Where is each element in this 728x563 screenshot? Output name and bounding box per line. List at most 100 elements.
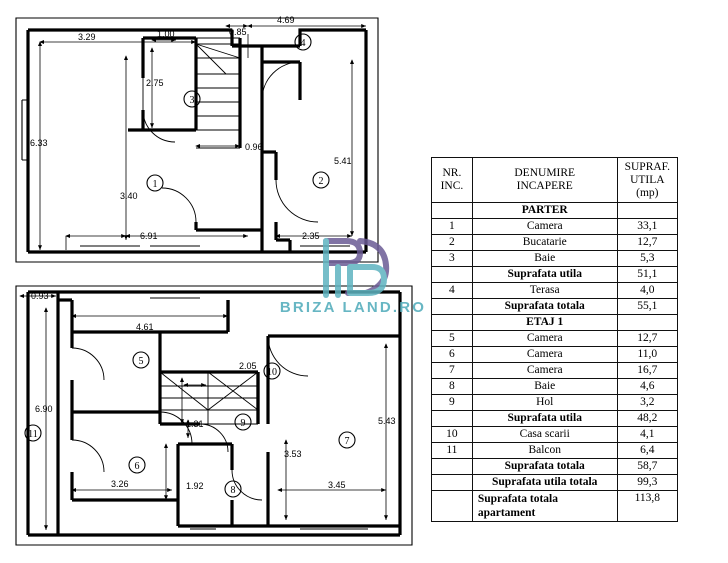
cell-nr: 9 (431, 394, 473, 411)
cell-name: Baie (471, 378, 618, 395)
cell-nr (431, 314, 473, 331)
room-marker-10-circle (263, 362, 281, 380)
dim-2-35: 2.35 (302, 231, 320, 241)
cell-value: 113,8 (616, 490, 679, 522)
first-staircase (159, 371, 259, 425)
first-dimensions (19, 294, 388, 530)
cell-nr: 6 (431, 346, 473, 363)
dim-0-96: 0.96 (245, 142, 263, 152)
cell-name: Suprafata totala (471, 458, 618, 475)
header-val-line3: (mp) (636, 186, 659, 199)
cell-name: Terasa (471, 282, 618, 299)
cell-value: 3,2 (616, 394, 679, 411)
cell-nr (431, 474, 473, 491)
dim-4-61: 4.61 (136, 322, 154, 332)
cell-value: 16,7 (616, 362, 679, 379)
room-marker-11: 11 (28, 429, 38, 440)
first-room-markers: 5 6 7 8 9 10 11 (24, 351, 356, 498)
cell-value: 4,6 (616, 378, 679, 395)
room-marker-5-circle (132, 351, 150, 369)
dim-1-31: 1.31 (186, 419, 204, 429)
ground-wall-top-right (298, 28, 366, 46)
ground-dimensions (38, 24, 366, 250)
header-name: DENUMIRE INCAPERE (471, 157, 618, 203)
cell-nr: 3 (431, 250, 473, 267)
first-floor-plan: 0.93 4.61 2.05 6.90 1.31 1.92 3.26 3.53 … (15, 285, 413, 546)
cell-name: PARTER (471, 202, 618, 219)
dim-3-40: 3.40 (120, 191, 138, 201)
cell-value: 4,1 (616, 426, 679, 443)
dim-0-93: 0.93 (31, 291, 49, 301)
cell-value: 58,7 (616, 458, 679, 475)
dim-3-53: 3.53 (284, 449, 302, 459)
cell-nr: 7 (431, 362, 473, 379)
cell-name: Camera (471, 362, 618, 379)
dim-5-41: 5.41 (334, 156, 352, 166)
room-marker-2: 2 (319, 176, 324, 187)
dim-2-75: 2.75 (146, 78, 164, 88)
room-marker-5: 5 (139, 356, 144, 367)
header-name-line1: DENUMIRE (514, 167, 576, 179)
dim-3-29: 3.29 (78, 32, 96, 42)
first-doors (71, 335, 309, 501)
dim-4-69: 4.69 (277, 15, 295, 25)
cell-nr (431, 266, 473, 283)
header-nr: NR. INC. (431, 157, 473, 203)
cell-nr (431, 490, 473, 522)
cell-nr: 10 (431, 426, 473, 443)
cell-value: 12,7 (616, 330, 679, 347)
cell-value: 33,1 (616, 218, 679, 235)
table-row: ETAJ 1 (431, 314, 679, 331)
dim-6-33: 6.33 (30, 138, 48, 148)
cell-value: 6,4 (616, 442, 679, 459)
room-marker-10: 10 (267, 367, 277, 378)
ground-room-markers: 1 2 3 4 (146, 33, 330, 192)
room-marker-1-circle (146, 174, 164, 192)
cell-name: ETAJ 1 (471, 314, 618, 331)
cell-nr: 1 (431, 218, 473, 235)
cell-name: Camera (471, 346, 618, 363)
room-marker-1: 1 (153, 179, 158, 190)
cell-nr: 4 (431, 282, 473, 299)
room-marker-6-circle (128, 456, 146, 474)
cell-nr: 11 (431, 442, 473, 459)
cell-value (616, 314, 679, 331)
room-marker-11-circle (24, 424, 42, 442)
area-table: NR. INC. DENUMIRE INCAPERE SUPRAF. UTILA… (431, 157, 679, 522)
cell-name: Suprafata utila totala (471, 474, 618, 491)
dim-1-00: 1.00 (157, 29, 175, 39)
room-marker-9-circle (234, 413, 252, 431)
header-val: SUPRAF. UTILA (mp) (616, 157, 679, 203)
room-marker-4: 4 (301, 38, 306, 49)
header-nr-line1: NR. (442, 167, 462, 179)
dim-2-05: 2.05 (239, 361, 257, 371)
cell-name: Balcon (471, 442, 618, 459)
room-marker-9: 9 (241, 418, 246, 429)
dim-6-90: 6.90 (35, 404, 53, 414)
ground-floor-plan: 3.29 1.00 0.85 4.69 2.75 6.33 0.96 3.40 … (15, 15, 379, 263)
cell-nr (431, 410, 473, 427)
cell-value: 99,3 (616, 474, 679, 491)
cell-value: 4,0 (616, 282, 679, 299)
dim-1-92: 1.92 (186, 481, 204, 491)
room-marker-8: 8 (231, 485, 236, 496)
header-val-line2: UTILA (630, 173, 665, 186)
cell-value: 11,0 (616, 346, 679, 363)
cell-nr (431, 202, 473, 219)
cell-nr: 2 (431, 234, 473, 251)
dim-6-91: 6.91 (140, 231, 158, 241)
cell-nr (431, 458, 473, 475)
cell-name: Casa scarii (471, 426, 618, 443)
room-marker-6: 6 (135, 461, 140, 472)
table-row: PARTER (431, 202, 679, 219)
